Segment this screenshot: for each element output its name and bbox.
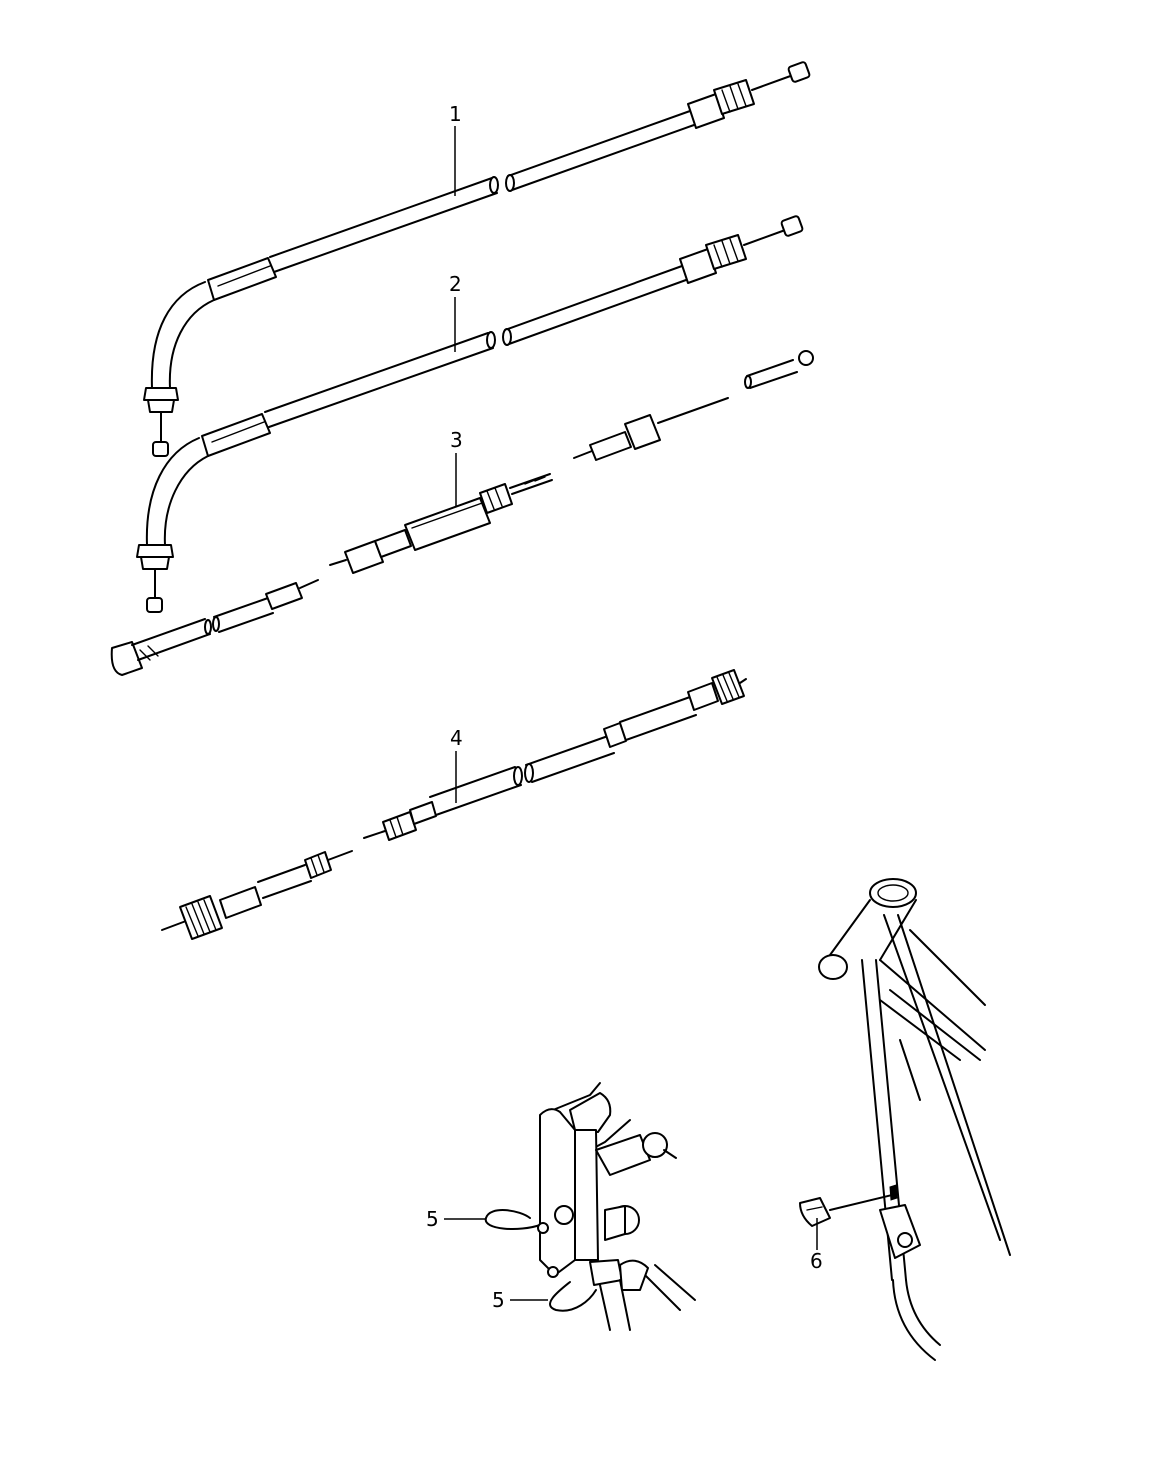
cable-2	[136, 215, 804, 613]
callout-5-upper-label: 5	[426, 1207, 439, 1231]
callout-5-lower-label: 5	[492, 1288, 505, 1312]
callout-3-label: 3	[450, 428, 463, 452]
callout-5-lower: 5	[492, 1288, 548, 1312]
cable-4	[161, 669, 747, 940]
frame-section	[799, 878, 1011, 1361]
callout-6-label: 6	[810, 1249, 823, 1273]
callout-1: 1	[449, 102, 462, 196]
cable-1	[143, 61, 811, 457]
callout-2-label: 2	[449, 272, 462, 296]
callout-4: 4	[450, 726, 463, 803]
callout-5-upper: 5	[426, 1207, 486, 1231]
callout-3: 3	[450, 428, 463, 506]
callout-6: 6	[810, 1218, 823, 1273]
callout-1-label: 1	[449, 102, 462, 126]
callout-2: 2	[449, 272, 462, 352]
callout-4-label: 4	[450, 726, 463, 750]
steering-stem	[484, 1082, 696, 1331]
cable-3	[110, 350, 814, 676]
